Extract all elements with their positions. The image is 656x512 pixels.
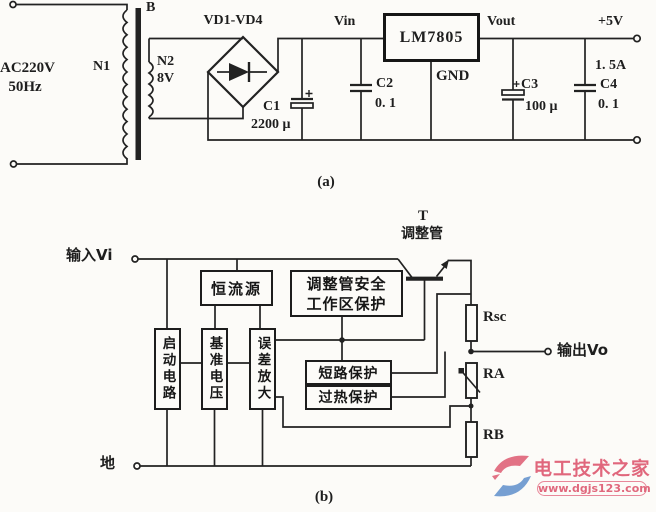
block-short-protect-label: 短路保护 xyxy=(318,365,379,382)
vin-label: Vin xyxy=(334,14,356,29)
resistor-rsc-symbol xyxy=(465,304,478,352)
block-error-amp-label: 误差放大 xyxy=(254,336,271,402)
block-error-amplifier: 误差放大 xyxy=(249,328,276,410)
c1-value: 2200 μ xyxy=(251,117,291,132)
input-terminal-label: 输入Vi xyxy=(66,246,113,264)
input-rail-b xyxy=(131,255,413,328)
block-startup-circuit: 启动电路 xyxy=(154,328,181,410)
bridge-diodes-label: VD1-VD4 xyxy=(203,13,263,28)
transistor-name-label: 调整管 xyxy=(401,226,443,242)
transformer-symbol xyxy=(9,0,154,168)
transistor-symbol xyxy=(406,259,472,340)
block-soa-line2: 工作区保护 xyxy=(306,294,387,313)
block-short-circuit-protection: 短路保护 xyxy=(305,360,392,385)
resistor-rb-symbol xyxy=(465,421,478,466)
ac-source-frequency-label: 50Hz xyxy=(8,79,42,95)
ground-rail-b xyxy=(133,462,471,470)
watermark-site-url: www.dgjs123.com xyxy=(537,481,651,496)
thermal-sense-wire xyxy=(392,351,446,398)
c3-value: 100 μ xyxy=(525,99,558,114)
output-voltage-label: +5V xyxy=(598,14,624,29)
watermark-logo xyxy=(492,455,531,497)
regulator-ic-label: LM7805 xyxy=(399,28,464,46)
output-current-label: 1. 5A xyxy=(595,58,627,73)
block-reference-label: 基准电压 xyxy=(206,336,223,402)
capacitor-c3-symbol xyxy=(501,38,525,140)
block-thermal-protection: 过热保护 xyxy=(305,384,392,410)
output-node xyxy=(468,347,552,356)
ra-label: RA xyxy=(483,366,505,382)
bridge-rectifier-symbol xyxy=(149,35,280,120)
ac-source-voltage-label: AC220V xyxy=(0,60,55,76)
transistor-id-label: T xyxy=(418,208,429,224)
c4-label: C4 xyxy=(600,77,618,92)
rb-label: RB xyxy=(483,427,504,443)
watermark-site-name: 电工技术之家 xyxy=(533,459,651,480)
c3-label: C3 xyxy=(521,77,539,92)
block-constant-current-source: 恒流源 xyxy=(200,270,273,306)
secondary-voltage-label: 8V xyxy=(157,71,175,86)
rsc-label: Rsc xyxy=(483,309,507,325)
secondary-winding-label: N2 xyxy=(157,54,175,69)
block-startup-label: 启动电路 xyxy=(159,336,176,402)
feedback-wire xyxy=(276,396,474,428)
dc-rails-a xyxy=(207,34,642,145)
block-thermal-protect-label: 过热保护 xyxy=(318,390,379,406)
block-reference-voltage: 基准电压 xyxy=(201,328,228,410)
regulator-ic-box: LM7805 xyxy=(383,13,480,62)
resistor-ra-symbol xyxy=(458,362,481,422)
vout-label: Vout xyxy=(487,14,516,29)
primary-winding-label: N1 xyxy=(93,59,111,74)
capacitor-c2-symbol xyxy=(350,38,372,140)
ground-terminal-label: 地 xyxy=(100,454,116,472)
figure-b-caption: (b) xyxy=(314,489,334,505)
capacitor-c4-symbol xyxy=(574,38,596,140)
core-label: B xyxy=(146,0,156,15)
gnd-label: GND xyxy=(436,68,470,84)
output-terminal-label: 输出Vo xyxy=(557,341,609,359)
block-constant-current-label: 恒流源 xyxy=(210,279,262,298)
c1-label: C1 xyxy=(263,99,281,114)
block-soa-line1: 调整管安全 xyxy=(306,274,387,293)
capacitor-c1-symbol xyxy=(290,38,314,140)
short-circuit-sense-wire xyxy=(392,293,471,374)
figure-a-caption: (a) xyxy=(317,174,335,190)
c2-value: 0. 1 xyxy=(375,96,396,111)
block-soa-protection: 调整管安全 工作区保护 xyxy=(290,270,403,317)
c2-label: C2 xyxy=(376,76,394,91)
block-interconnects xyxy=(166,306,425,466)
c4-value: 0. 1 xyxy=(598,97,619,112)
